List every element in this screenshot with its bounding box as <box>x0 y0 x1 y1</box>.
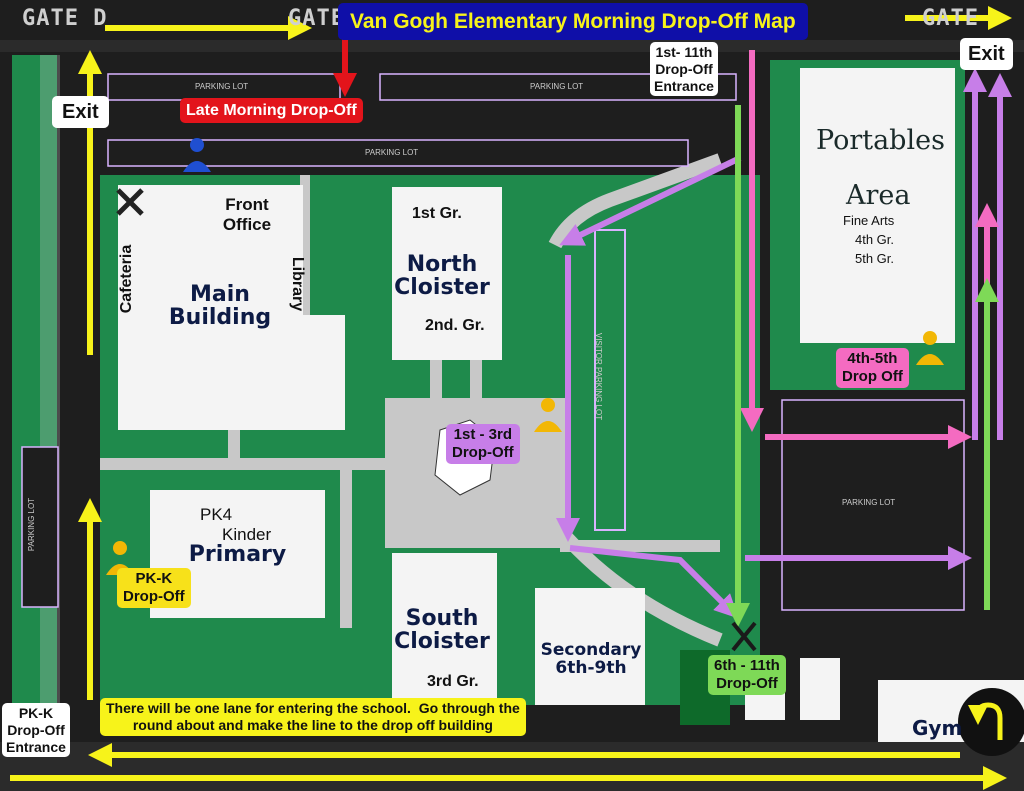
primary-name: Primary <box>188 542 287 567</box>
entrance-1-11-label: 1st- 11th Drop-Off Entrance <box>650 42 718 97</box>
portables-4th: 4th Gr. <box>855 232 895 247</box>
south-cloister-name: South Cloister <box>394 606 490 655</box>
portables-shape <box>800 68 955 343</box>
south-grade-3: 3rd Gr. <box>427 673 479 690</box>
front-office-label: Front Office <box>222 195 272 234</box>
purple-route <box>556 68 1012 619</box>
parking-lot-left: PARKING LOT <box>27 497 37 552</box>
south-cloister-shape <box>392 553 497 705</box>
x-mark-cafeteria <box>116 188 144 216</box>
north-grade-2: 2nd. Gr. <box>425 317 485 334</box>
main-building-name: Main Building <box>168 282 272 331</box>
person-icon-blue <box>183 138 211 172</box>
library-label: Library <box>289 256 307 312</box>
visitor-lot <box>594 229 626 531</box>
parking-lot-top-long: PARKING LOT <box>365 148 419 157</box>
gate-right-label: GATE <box>922 6 979 31</box>
portables-5th: 5th Gr. <box>855 251 895 266</box>
dropoff-1-3-label: 1st - 3rd Drop-Off <box>446 424 520 464</box>
main-building-shape <box>118 185 303 430</box>
portables-fine-arts: Fine Arts <box>843 213 895 228</box>
gym-name: Gym <box>912 716 963 740</box>
green-route <box>726 105 999 627</box>
person-icon-yellow-1-3 <box>534 398 562 432</box>
gate-d-label: GATE D <box>22 6 108 31</box>
parking-lot-bottom-right: PARKING LOT <box>842 498 896 507</box>
dropoff-4-5-label: 4th-5th Drop Off <box>836 348 909 388</box>
north-cloister-shape <box>392 187 502 360</box>
yellow-route <box>10 6 1012 790</box>
parking-lot-top-right: PARKING LOT <box>530 82 584 91</box>
dropoff-6-11-label: 6th - 11th Drop-Off <box>708 655 786 695</box>
north-cloister-name: North Cloister <box>394 252 490 301</box>
north-grade-1: 1st Gr. <box>412 205 462 222</box>
visitor-parking-lot: VISITOR PARKING LOT <box>594 332 604 421</box>
exit-right: Exit <box>960 38 1013 70</box>
secondary-name: Secondary 6th-9th <box>540 640 642 678</box>
exit-left: Exit <box>52 96 109 128</box>
portables-area: Area <box>846 180 911 211</box>
x-mark-secondary <box>731 621 757 652</box>
entrance-pk-k-label: PK-K Drop-Off Entrance <box>2 703 70 758</box>
secondary-shape <box>535 588 645 705</box>
dropoff-pk-k-label: PK-K Drop-Off <box>117 568 191 608</box>
primary-pk4: PK4 <box>200 505 233 524</box>
portables-title: Portables <box>816 125 945 156</box>
gate-mid-label: GATE <box>288 6 345 31</box>
entry-instructions-note: There will be one lane for entering the … <box>100 698 526 736</box>
cafeteria-label: Cafeteria <box>118 244 136 314</box>
parking-lot-top-left: PARKING LOT <box>195 82 249 91</box>
late-morning-dropoff-label: Late Morning Drop-Off <box>180 98 363 124</box>
primary-kinder: Kinder <box>222 525 272 544</box>
person-icon-yellow-4-5 <box>916 331 944 365</box>
map-title: Van Gogh Elementary Morning Drop-Off Map <box>338 3 808 41</box>
